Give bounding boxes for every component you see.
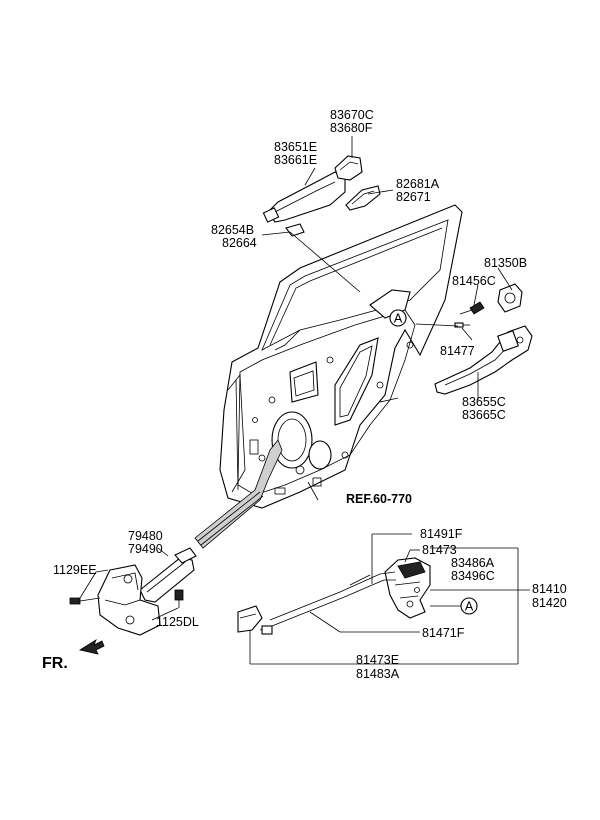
hinge-bracket bbox=[97, 564, 161, 636]
callout-a-top-text: A bbox=[394, 312, 403, 326]
label-83680f: 83680F bbox=[330, 121, 373, 135]
label-83651e: 83651E bbox=[274, 140, 317, 154]
label-81483a: 81483A bbox=[356, 667, 400, 681]
label-83665c: 83665C bbox=[462, 408, 506, 422]
handle-gasket bbox=[345, 185, 381, 211]
door-wiring-harness bbox=[194, 439, 283, 549]
label-82681a: 82681A bbox=[396, 177, 440, 191]
label-83670c: 83670C bbox=[330, 108, 374, 122]
label-79480: 79480 bbox=[128, 529, 163, 543]
label-81473: 81473 bbox=[422, 543, 457, 557]
label-83655c: 83655C bbox=[462, 395, 506, 409]
label-fr: FR. bbox=[42, 655, 68, 672]
label-81410: 81410 bbox=[532, 582, 567, 596]
bolt-1129ee bbox=[69, 597, 101, 605]
callout-a-bottom-text: A bbox=[465, 600, 474, 614]
label-82671: 82671 bbox=[396, 190, 431, 204]
label-81456c: 81456C bbox=[452, 274, 496, 288]
outside-handle bbox=[262, 171, 346, 223]
label-81477: 81477 bbox=[440, 344, 475, 358]
screw-81477 bbox=[454, 322, 470, 328]
label-82654b: 82654B bbox=[211, 223, 254, 237]
inside-handle bbox=[434, 325, 533, 395]
bolt-1125dl bbox=[174, 589, 184, 608]
label-ref-60-770: REF.60-770 bbox=[346, 492, 412, 506]
label-81491f: 81491F bbox=[420, 527, 463, 541]
label-81350b: 81350B bbox=[484, 256, 527, 270]
label-81420: 81420 bbox=[532, 596, 567, 610]
door-latch bbox=[384, 557, 431, 619]
callout-a-bottom: A bbox=[460, 597, 478, 615]
front-direction-arrow bbox=[78, 639, 105, 655]
label-83661e: 83661E bbox=[274, 153, 317, 167]
label-79490: 79490 bbox=[128, 542, 163, 556]
lock-cap bbox=[497, 283, 523, 313]
door-panel bbox=[219, 204, 463, 509]
screw-81456c bbox=[459, 301, 485, 315]
label-81471f: 81471F bbox=[422, 626, 465, 640]
leader-lines bbox=[79, 136, 530, 665]
label-82664: 82664 bbox=[222, 236, 257, 250]
handle-pad bbox=[285, 223, 305, 237]
callout-a-top: A bbox=[389, 309, 407, 327]
label-83496c: 83496C bbox=[451, 569, 495, 583]
cable-clips bbox=[237, 605, 273, 635]
part-labels: 83670C 83680F 83651E 83661E 82681A 82671… bbox=[42, 108, 567, 681]
label-1129ee: 1129EE bbox=[53, 563, 97, 577]
label-81473e: 81473E bbox=[356, 653, 399, 667]
latch-cables bbox=[259, 571, 396, 631]
label-83486a: 83486A bbox=[451, 556, 495, 570]
door-checker bbox=[139, 547, 197, 603]
label-1125dl: 1125DL bbox=[156, 615, 199, 629]
outside-handle-cover bbox=[334, 155, 363, 181]
